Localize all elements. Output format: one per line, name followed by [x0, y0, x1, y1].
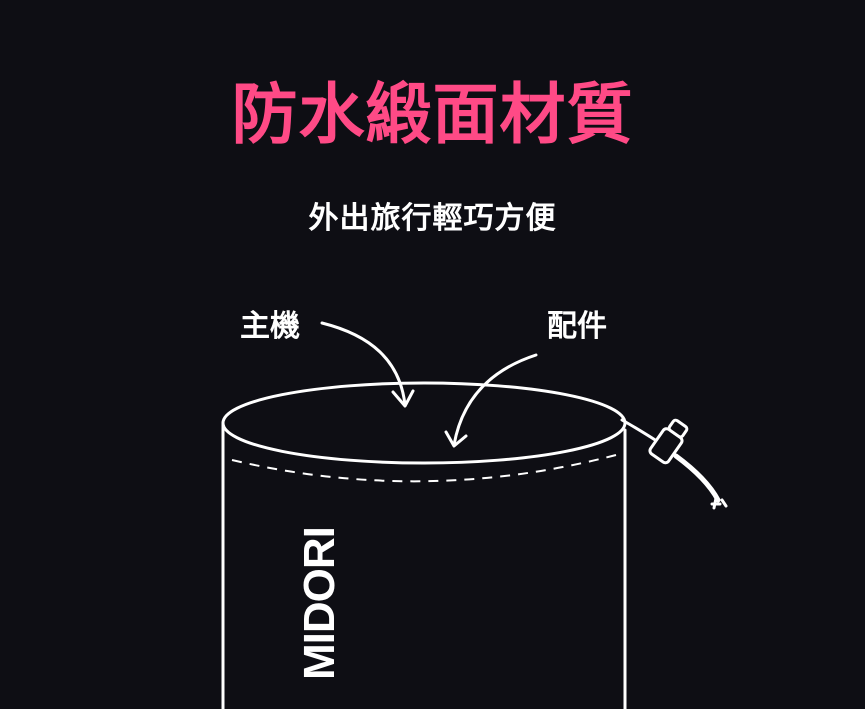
- pouch-opening: [221, 381, 627, 465]
- subheadline: 外出旅行輕巧方便: [308, 201, 557, 236]
- label-main-unit: 主機: [240, 309, 300, 344]
- brand-logo: MIDORI: [295, 527, 344, 680]
- stitch-line: [231, 454, 617, 483]
- arrow-accessories-icon: [452, 353, 538, 447]
- arrow-main-icon: [320, 321, 407, 407]
- headline: 防水緞面材質: [231, 76, 634, 153]
- label-accessories: 配件: [547, 309, 607, 344]
- drawstring-toggle-icon: [620, 418, 728, 510]
